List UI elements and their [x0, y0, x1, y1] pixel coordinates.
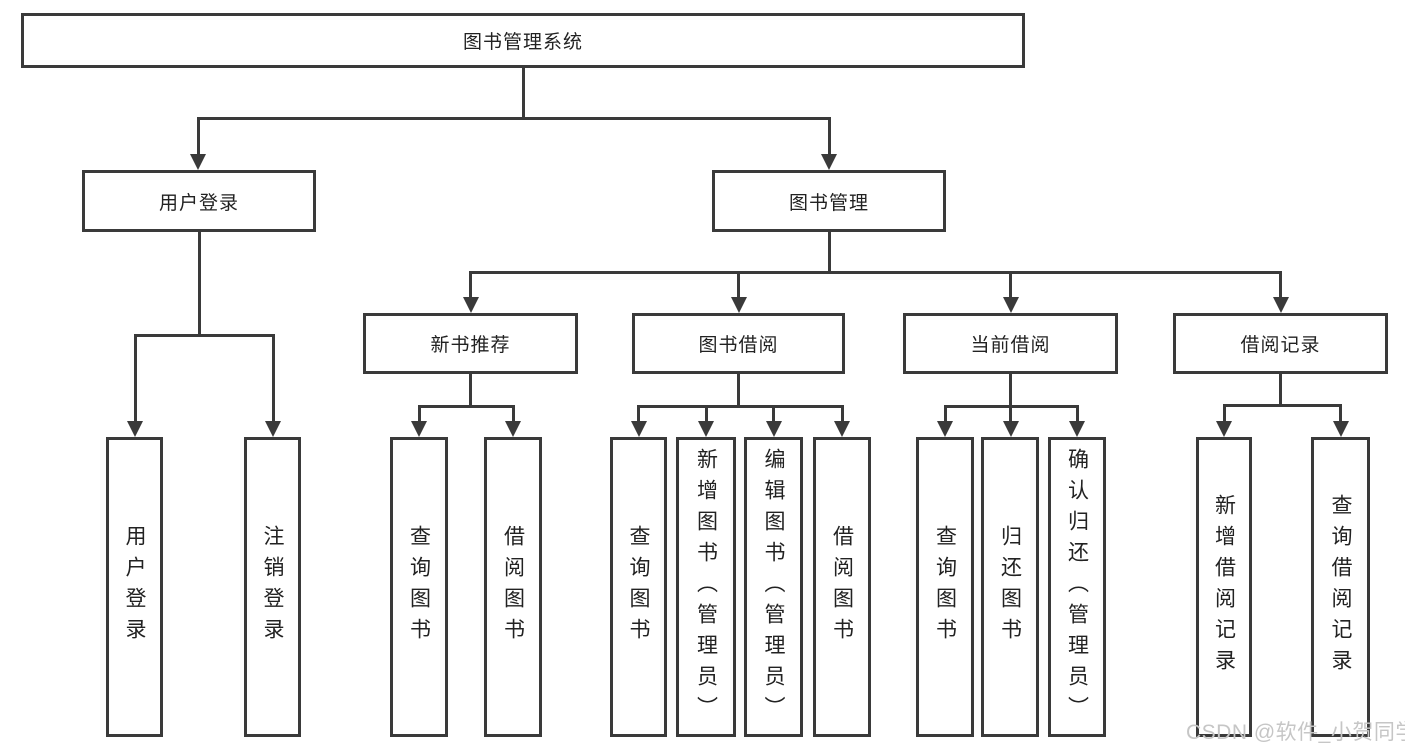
node-library-management-system: 图书管理系统 [21, 13, 1025, 68]
leaf-label: 新增图书（管理员） [694, 447, 718, 727]
leaf-label: 新增借阅记录 [1212, 494, 1236, 680]
connector-line [1222, 403, 1342, 407]
node-book-borrow: 图书借阅 [632, 313, 845, 374]
arrow-down-icon [834, 421, 850, 437]
connector-line [133, 333, 137, 421]
arrow-down-icon [1332, 421, 1349, 437]
connector-line [772, 404, 775, 421]
connector-line [417, 404, 421, 421]
arrow-down-icon [1069, 421, 1085, 437]
connector-line [637, 404, 844, 408]
connector-line [1009, 404, 1012, 421]
arrow-down-icon [411, 421, 427, 437]
connector-line [511, 404, 515, 421]
connector-line [271, 333, 275, 421]
leaf-user-login: 用户登录 [106, 437, 163, 737]
connector-line [196, 116, 831, 120]
node-label: 借阅记录 [1240, 335, 1321, 356]
leaf-label: 确认归还（管理员） [1065, 447, 1089, 727]
leaf-label: 借阅图书 [501, 525, 525, 649]
node-borrow-records: 借阅记录 [1173, 313, 1388, 374]
connector-line [1279, 270, 1282, 297]
arrow-down-icon [937, 421, 953, 437]
leaf-query-books-newbooks: 查询图书 [390, 437, 448, 737]
connector-line [637, 404, 640, 421]
arrow-down-icon [821, 154, 837, 170]
connector-line [737, 374, 740, 407]
leaf-query-borrow-record: 查询借阅记录 [1311, 437, 1370, 737]
leaf-label: 查询图书 [627, 525, 650, 649]
connector-line [469, 270, 472, 297]
connector-line [417, 404, 515, 408]
connector-line [943, 404, 947, 421]
leaf-label: 归还图书 [998, 525, 1022, 649]
connector-line [469, 270, 1282, 274]
arrow-down-icon [462, 297, 479, 313]
connector-line [1009, 374, 1012, 407]
connector-line [1222, 403, 1226, 421]
connector-line [521, 68, 525, 118]
arrow-down-icon [1002, 297, 1019, 313]
connector-line [196, 116, 200, 154]
watermark: CSDN @软件_小贺同学 [1186, 721, 1405, 744]
leaf-label: 查询借阅记录 [1329, 494, 1352, 680]
node-new-book-recommend: 新书推荐 [363, 313, 578, 374]
leaf-confirm-return-admin: 确认归还（管理员） [1048, 437, 1106, 737]
leaf-query-books-borrow: 查询图书 [610, 437, 667, 737]
connector-line [133, 333, 275, 337]
leaf-label: 查询图书 [933, 525, 957, 649]
node-label: 用户登录 [158, 192, 239, 214]
connector-line [197, 232, 201, 336]
arrow-down-icon [505, 421, 521, 437]
connector-line [827, 116, 831, 154]
leaf-edit-book-admin: 编辑图书（管理员） [744, 437, 803, 737]
node-label: 新书推荐 [430, 335, 511, 356]
node-label: 当前借阅 [970, 335, 1051, 356]
arrow-down-icon [190, 154, 206, 170]
connector-line [1009, 270, 1012, 297]
leaf-add-book-admin: 新增图书（管理员） [676, 437, 736, 737]
connector-line [1075, 404, 1079, 421]
arrow-down-icon [765, 421, 782, 437]
connector-line [827, 232, 831, 273]
node-label: 图书管理 [788, 192, 869, 214]
arrow-down-icon [1216, 421, 1232, 437]
leaf-return-book: 归还图书 [981, 437, 1039, 737]
node-current-borrow: 当前借阅 [903, 313, 1118, 374]
leaf-label: 查询图书 [407, 525, 431, 649]
node-label: 图书借阅 [698, 335, 779, 356]
arrow-down-icon [630, 421, 647, 437]
connector-line [1279, 374, 1282, 406]
leaf-label: 注销登录 [261, 525, 284, 649]
connector-line [737, 270, 740, 297]
connector-line [469, 374, 472, 407]
leaf-add-borrow-record: 新增借阅记录 [1196, 437, 1252, 737]
node-book-management: 图书管理 [712, 170, 946, 232]
connector-line [840, 404, 844, 421]
connector-line [1339, 403, 1342, 421]
arrow-down-icon [265, 421, 281, 437]
arrow-down-icon [698, 421, 714, 437]
leaf-label: 用户登录 [123, 525, 146, 649]
leaf-logout: 注销登录 [244, 437, 301, 737]
arrow-down-icon [1272, 297, 1289, 313]
arrow-down-icon [730, 297, 747, 313]
arrow-down-icon [1002, 421, 1019, 437]
leaf-label: 借阅图书 [830, 525, 854, 649]
leaf-label: 编辑图书（管理员） [762, 447, 785, 727]
leaf-query-books-current: 查询图书 [916, 437, 974, 737]
leaf-borrow-books-newbooks: 借阅图书 [484, 437, 542, 737]
arrow-down-icon [127, 421, 143, 437]
node-user-login: 用户登录 [82, 170, 316, 232]
connector-line [704, 404, 708, 421]
leaf-borrow-books-borrow: 借阅图书 [813, 437, 871, 737]
node-label: 图书管理系统 [462, 32, 583, 53]
